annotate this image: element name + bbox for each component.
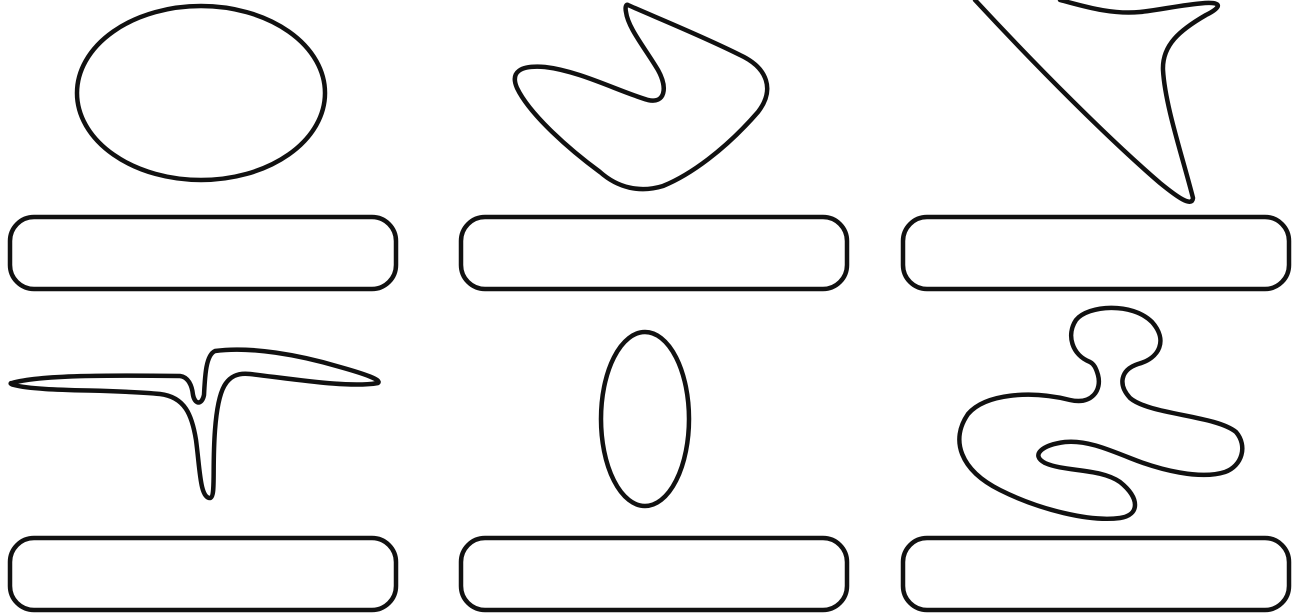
vertical-ellipse-shape xyxy=(601,332,689,506)
oval-shape xyxy=(77,6,325,180)
answer-box[interactable] xyxy=(461,217,847,289)
thorn-shape xyxy=(975,0,1218,202)
knotted-blob-shape xyxy=(959,308,1242,519)
boomerang-shape xyxy=(515,5,767,189)
answer-box[interactable] xyxy=(903,217,1289,289)
answer-box[interactable] xyxy=(461,538,847,610)
answer-box[interactable] xyxy=(10,217,396,289)
answer-box[interactable] xyxy=(10,538,396,610)
winged-spike-shape xyxy=(11,350,379,498)
answer-box[interactable] xyxy=(903,538,1289,610)
